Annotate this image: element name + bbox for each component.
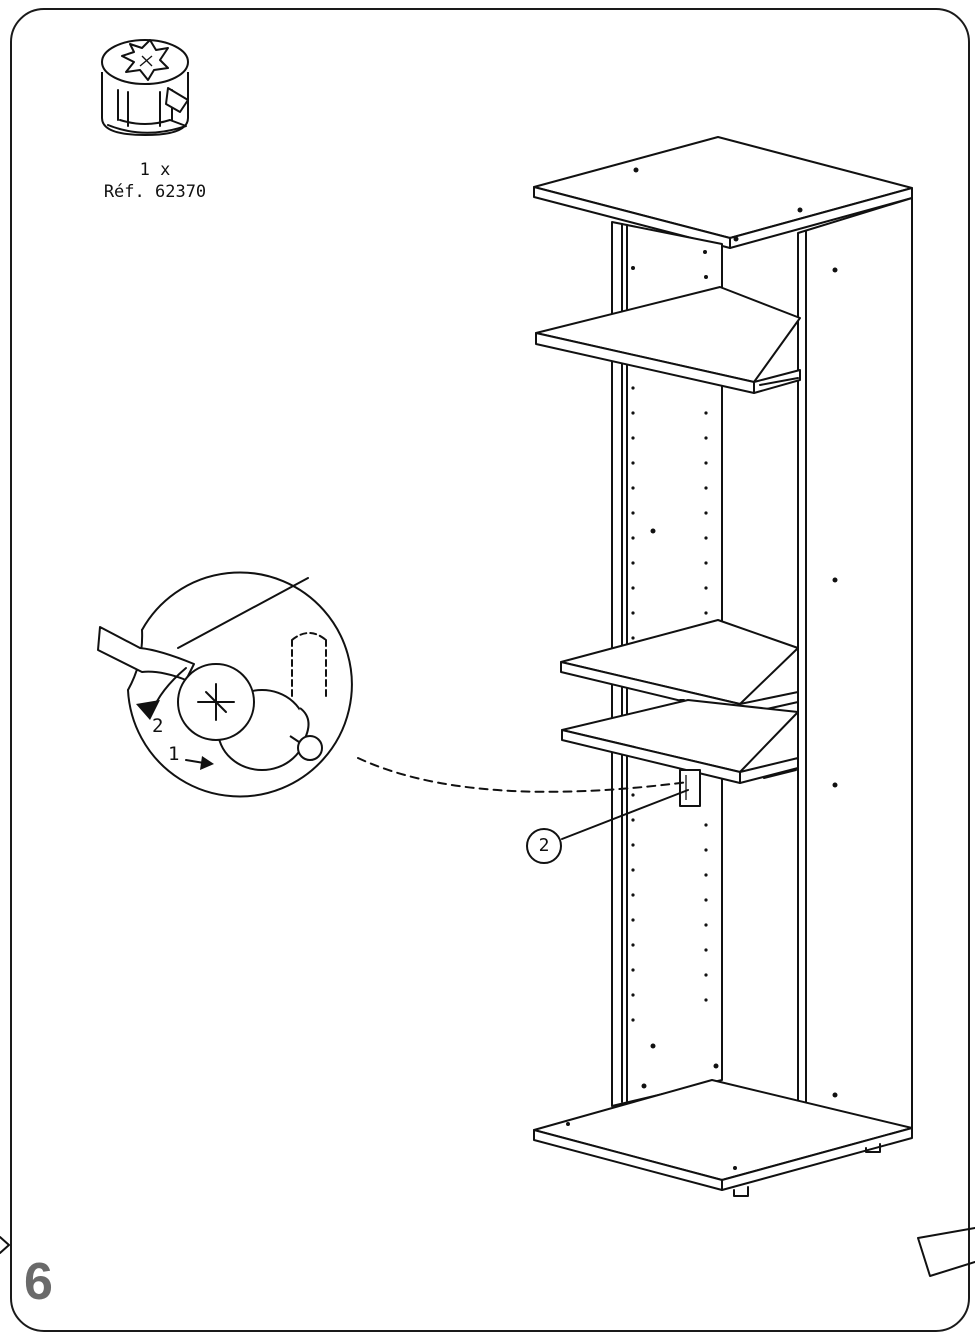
- detail-step-2-label: 2: [152, 715, 164, 737]
- page-frame: [10, 8, 970, 1332]
- detail-pointer-line: [357, 757, 689, 793]
- shelf-pin-holes: [631, 167, 838, 1098]
- arrow-right-icon[interactable]: [917, 1227, 975, 1277]
- cam-lock-position: [679, 769, 701, 807]
- detail-magnifier: [97, 571, 353, 798]
- arrow-left-icon[interactable]: [0, 1236, 10, 1254]
- screwdriver-icon: [97, 577, 309, 681]
- hardware-reference: Réf. 62370: [103, 182, 207, 202]
- callout-circle: [526, 828, 562, 864]
- detail-step-1-label: 1: [168, 743, 180, 765]
- callout-label: 2: [538, 835, 550, 856]
- left-hole-column: [631, 386, 708, 1022]
- callout-leader: [561, 789, 689, 840]
- cam-lock-fitting-icon: [101, 39, 189, 136]
- hardware-quantity: 1 x: [139, 160, 171, 180]
- step-number: 6: [24, 1253, 53, 1311]
- cabinet-illustration: [533, 136, 913, 1197]
